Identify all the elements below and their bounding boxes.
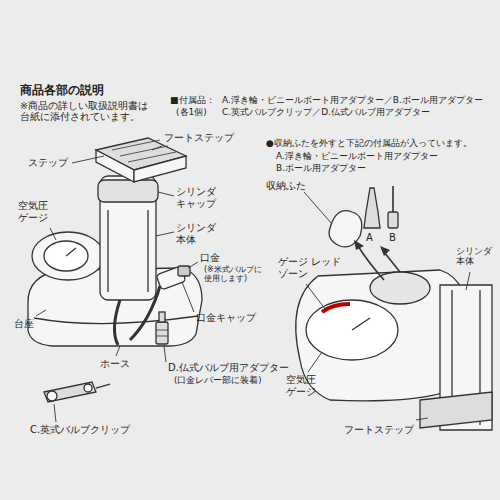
part-label: ■付属品： [170,95,215,105]
part-label: ホース [100,358,130,370]
part-label: A.浮き輪・ビニールボート用アダプター [276,151,438,161]
part-label: ゲージ レッドゾーン [278,256,342,279]
part-label: 口金キャップ [196,312,256,324]
part-label: シリンダ キャップ [176,186,224,209]
part-label: (口金レバー部に装着) [174,376,262,386]
part-label: ステップ [28,157,68,169]
part-label: ●収納ふたを外すと下記の付属品が入っています。 [266,138,472,148]
part-label: 口金 [200,252,220,264]
part-label: C.英式バルブクリップ／D.仏式バルブ用アダプター [222,107,430,117]
part-label: 台座 [14,318,34,330]
part-label: フートステップ [164,132,234,144]
part-label: ※商品の詳しい取扱説明書は台紙に添付されています。 [20,101,150,123]
part-label: C.英式バルブクリップ [30,424,130,436]
part-label: 空気圧 ゲージ [18,200,58,223]
part-label: (※米式バルブに使用します) [204,265,266,283]
part-label: シリンダ 本体 [176,222,224,245]
part-label: B [389,232,396,244]
part-label: B.ボール用アダプター [276,163,366,173]
part-label: A.浮き輪・ビニールボート用アダプター／B.ボール用アダプター [222,95,483,105]
diagram-title: 商品各部の説明 [20,84,104,98]
part-label: D.仏式バルブ用アダプター [168,362,289,374]
part-label: 空気圧 ゲージ [286,374,328,397]
part-label: シリンダ 本体 [456,246,492,267]
part-label: 収納ふた [266,180,306,192]
part-label: フートステップ [344,424,414,436]
part-label: A [366,232,373,244]
part-label: (各1個) [176,107,207,117]
